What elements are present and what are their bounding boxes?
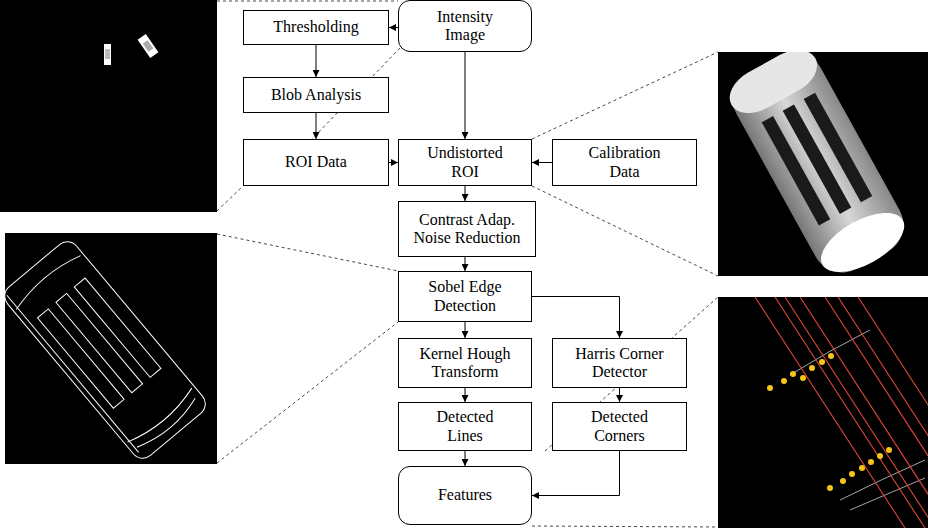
- edge-image: [0, 233, 217, 464]
- box-label: Detected Lines: [425, 408, 505, 445]
- flow-arrow: [465, 52, 466, 139]
- roi-image: [718, 41, 928, 285]
- flow-arrow: [316, 45, 317, 77]
- process-box: Thresholding: [243, 10, 389, 45]
- flow-arrow: [465, 257, 466, 271]
- box-label: Calibration Data: [577, 144, 672, 181]
- threshold-image: [0, 0, 217, 212]
- process-box: Sobel Edge Detection: [398, 271, 532, 322]
- box-label: Sobel Edge Detection: [418, 278, 513, 315]
- process-box: ROI Data: [243, 139, 389, 186]
- flow-arrow: [532, 162, 552, 163]
- process-box: Kernel Hough Transform: [398, 338, 532, 388]
- process-box: Harris Corner Detector: [552, 338, 687, 388]
- box-label: Features: [438, 486, 492, 504]
- box-label: Intensity Image: [425, 8, 505, 45]
- process-box: Undistorted ROI: [398, 139, 532, 186]
- flow-arrow: [532, 451, 620, 496]
- flow-arrow: [389, 162, 398, 163]
- process-box: Detected Lines: [398, 402, 532, 451]
- flow-arrow: [465, 322, 466, 338]
- process-box: Blob Analysis: [243, 77, 389, 113]
- flow-arrow: [532, 297, 620, 339]
- process-box: Calibration Data: [552, 139, 697, 186]
- box-label: Harris Corner Detector: [565, 345, 675, 382]
- process-box: Detected Corners: [552, 402, 687, 451]
- flow-arrow: [389, 27, 398, 28]
- flow-arrow: [465, 451, 466, 466]
- box-label: Kernel Hough Transform: [410, 345, 520, 382]
- box-label: ROI Data: [285, 153, 347, 171]
- flow-arrow: [316, 113, 317, 139]
- flow-arrow: [465, 186, 466, 201]
- terminal-box: Features: [398, 466, 532, 525]
- box-label: Contrast Adap. Noise Reduction: [404, 211, 530, 248]
- dashed-leaders: [217, 1, 718, 527]
- box-label: Detected Corners: [580, 408, 660, 445]
- flow-arrow: [465, 388, 466, 402]
- flow-arrow: [619, 388, 620, 402]
- box-label: Blob Analysis: [271, 86, 361, 104]
- box-label: Thresholding: [273, 18, 358, 36]
- box-label: Undistorted ROI: [419, 144, 511, 181]
- features-image: [718, 297, 931, 528]
- process-box: Contrast Adap. Noise Reduction: [398, 201, 536, 257]
- terminal-box: Intensity Image: [398, 0, 532, 52]
